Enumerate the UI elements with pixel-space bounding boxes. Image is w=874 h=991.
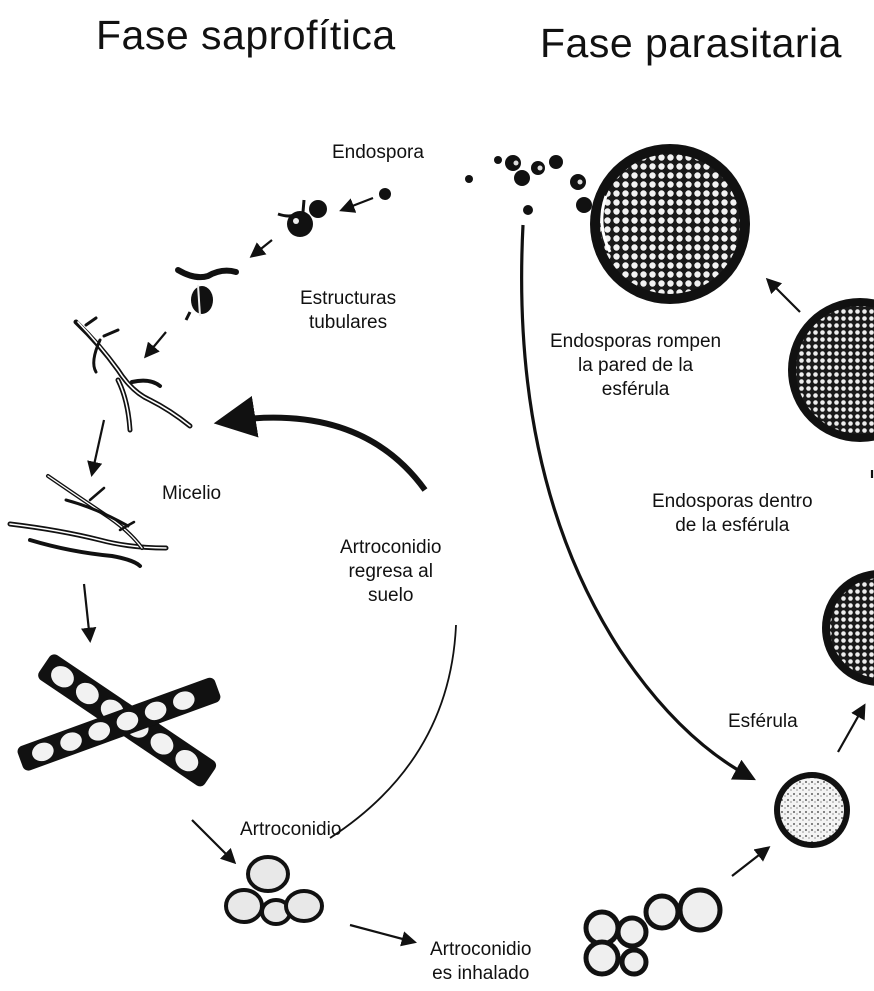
- label-endosporas-dentro: Endosporas dentro de la esférula: [652, 490, 813, 538]
- label-line: regresa al: [340, 560, 441, 584]
- arrow-inhaled: [350, 925, 414, 942]
- arrow-to-mycelium: [92, 420, 104, 474]
- label-line: Estructuras: [300, 287, 396, 311]
- arrow-to-ruptured-spherule: [768, 280, 800, 312]
- label-estructuras-tubulares: Estructuras tubulares: [300, 287, 396, 335]
- ruptured-spherule-icon: [590, 144, 750, 304]
- label-line: suelo: [340, 584, 441, 608]
- arrow-to-arthroconidia-chain: [84, 584, 90, 640]
- label-artroconidio: Artroconidio: [240, 818, 341, 842]
- label-endosporas-rompen: Endosporas rompen la pared de la esférul…: [550, 330, 721, 402]
- arrow-to-spherule-with-endospores: [838, 706, 864, 752]
- inhaled-arthroconidia-icon: [586, 890, 720, 974]
- label-line: Artroconidio: [340, 536, 441, 560]
- header-saprophytic-phase: Fase saprofítica: [96, 12, 396, 59]
- tubular-structure-icon: [178, 270, 236, 320]
- arthroconidium-cluster-icon: [226, 857, 322, 924]
- label-artroconidio-inhalado: Artroconidio es inhalado: [430, 938, 531, 986]
- arthroconidia-chain-icon: [16, 652, 222, 789]
- label-line: Artroconidio: [430, 938, 531, 962]
- spherule-with-endospores-icon: [822, 570, 874, 686]
- arrow-to-spherule: [732, 848, 768, 876]
- label-artroconidio-regresa: Artroconidio regresa al suelo: [340, 536, 441, 608]
- label-line: tubulares: [300, 311, 396, 335]
- label-line: Endosporas rompen: [550, 330, 721, 354]
- label-esferula: Esférula: [728, 710, 798, 734]
- endospora-dots: [379, 175, 473, 200]
- arrow-to-branching-hyphae: [146, 332, 166, 356]
- header-parasitic-phase: Fase parasitaria: [540, 20, 842, 67]
- branching-hyphae-icon: [76, 318, 190, 430]
- label-line: Endosporas dentro: [652, 490, 813, 514]
- line-return-to-soil: [330, 625, 456, 838]
- arrow-to-arthroconidium: [192, 820, 234, 862]
- mycelium-icon: [10, 476, 166, 566]
- label-micelio: Micelio: [162, 482, 221, 506]
- arrow-to-tubular: [252, 240, 272, 256]
- label-endospora: Endospora: [332, 141, 424, 165]
- arrow-endospora-to-germination: [342, 198, 373, 210]
- label-line: es inhalado: [430, 962, 531, 986]
- label-line: la pared de la: [550, 354, 721, 378]
- mature-spherule-icon: [788, 298, 874, 442]
- germinating-endospora-icon: [278, 200, 327, 237]
- label-line: de la esférula: [652, 514, 813, 538]
- arrow-return-to-mycelium: [222, 418, 425, 490]
- label-line: esférula: [550, 378, 721, 402]
- young-spherule-icon: [774, 772, 850, 848]
- released-endospores-icon: [494, 155, 592, 215]
